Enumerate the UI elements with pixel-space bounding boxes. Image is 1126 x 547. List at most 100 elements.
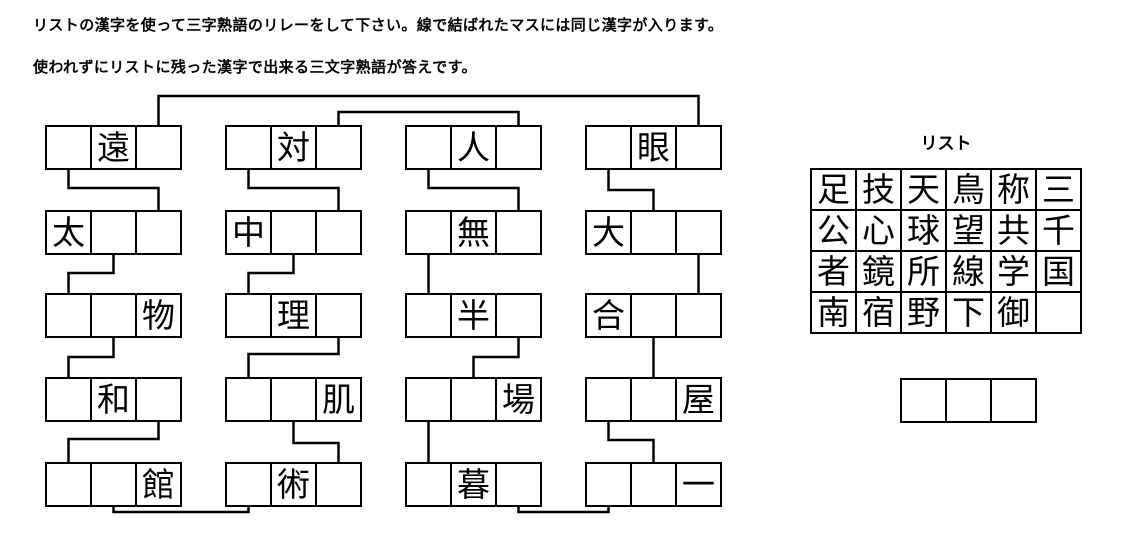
empty-cell [90, 210, 137, 255]
empty-cell [90, 293, 137, 338]
kanji-cell: 眼 [630, 125, 677, 170]
empty-cell [135, 210, 182, 255]
empty-cell [315, 210, 362, 255]
list-row-1: 足技天鳥称三 [810, 168, 1082, 211]
list-kanji-cell: 鳥 [945, 168, 992, 211]
answer-boxes [900, 378, 1037, 423]
list-kanji-cell: 所 [900, 250, 947, 293]
answer-cell [990, 378, 1037, 423]
kanji-cell: 大 [585, 210, 632, 255]
puzzle-box-r4c4: 屋 [585, 377, 722, 422]
empty-cell [495, 293, 542, 338]
empty-cell [225, 462, 272, 507]
empty-cell [135, 125, 182, 170]
puzzle-box-r1c1: 遠 [45, 125, 182, 170]
puzzle-box-r5c2: 術 [225, 462, 362, 507]
list-kanji-cell: 線 [945, 250, 992, 293]
list-kanji-cell: 共 [990, 209, 1037, 252]
empty-cell [585, 377, 632, 422]
kanji-cell: 術 [270, 462, 317, 507]
empty-cell [315, 293, 362, 338]
list-row-2: 公心球望共千 [810, 209, 1082, 252]
kanji-cell: 場 [495, 377, 542, 422]
kanji-cell: 遠 [90, 125, 137, 170]
connector-line [472, 335, 520, 380]
list-kanji-cell: 足 [810, 168, 857, 211]
kanji-cell: 太 [45, 210, 92, 255]
kanji-cell: 無 [450, 210, 497, 255]
empty-cell [225, 293, 272, 338]
empty-cell [45, 377, 92, 422]
puzzle-box-r5c3: 暮 [405, 462, 542, 507]
empty-cell [135, 377, 182, 422]
empty-cell [495, 210, 542, 255]
kanji-cell: 人 [450, 125, 497, 170]
list-kanji-cell: 球 [900, 209, 947, 252]
puzzle-box-r5c1: 館 [45, 462, 182, 507]
empty-cell [225, 377, 272, 422]
empty-cell [585, 462, 632, 507]
kanji-cell: 半 [450, 293, 497, 338]
list-kanji-cell: 技 [855, 168, 902, 211]
kanji-cell: 屋 [675, 377, 722, 422]
empty-cell [405, 377, 452, 422]
list-kanji-cell: 望 [945, 209, 992, 252]
empty-cell [90, 462, 137, 507]
puzzle-box-r2c3: 無 [405, 210, 542, 255]
list-kanji-cell: 称 [990, 168, 1037, 211]
empty-cell [450, 377, 497, 422]
connector-line [247, 252, 295, 296]
empty-cell [405, 293, 452, 338]
list-kanji-cell: 国 [1035, 250, 1082, 293]
connector-line [607, 419, 655, 465]
kanji-cell: 理 [270, 293, 317, 338]
list-kanji-cell: 三 [1035, 168, 1082, 211]
empty-cell [495, 125, 542, 170]
list-kanji-cell: 千 [1035, 209, 1082, 252]
puzzle-box-r5c4: 一 [585, 462, 722, 507]
list-kanji-cell: 公 [810, 209, 857, 252]
connector-line [67, 419, 160, 465]
empty-cell [405, 462, 452, 507]
puzzle-box-r4c2: 肌 [225, 377, 362, 422]
connector-line [607, 167, 655, 213]
list-empty-cell [1035, 291, 1082, 334]
puzzle-box-r2c2: 中 [225, 210, 362, 255]
puzzle-box-r1c2: 対 [225, 125, 362, 170]
list-kanji-cell: 下 [945, 291, 992, 334]
empty-cell [585, 125, 632, 170]
kanji-cell: 対 [270, 125, 317, 170]
list-kanji-cell: 者 [810, 250, 857, 293]
empty-cell [675, 125, 722, 170]
kanji-list-table: 足技天鳥称三公心球望共千者鏡所線学国南宿野下御 [810, 168, 1082, 334]
list-kanji-cell: 南 [810, 291, 857, 334]
empty-cell [630, 462, 677, 507]
list-row-3: 者鏡所線学国 [810, 250, 1082, 293]
empty-cell [675, 293, 722, 338]
kanji-cell: 暮 [450, 462, 497, 507]
empty-cell [405, 125, 452, 170]
list-kanji-cell: 学 [990, 250, 1037, 293]
instruction-line-2: 使われずにリストに残った漢字で出来る三文字熟語が答えです。 [33, 59, 477, 76]
list-title: リスト [920, 134, 972, 153]
empty-cell [630, 210, 677, 255]
list-kanji-cell: 鏡 [855, 250, 902, 293]
empty-cell [405, 210, 452, 255]
empty-cell [675, 210, 722, 255]
list-row-4: 南宿野下御 [810, 291, 1082, 334]
instruction-line-1: リストの漢字を使って三字熟語のリレーをして下さい。線で結ばれたマスには同じ漢字が… [33, 17, 724, 34]
connector-line [247, 335, 340, 380]
kanji-cell: 物 [135, 293, 182, 338]
puzzle-box-r4c3: 場 [405, 377, 542, 422]
list-kanji-cell: 宿 [855, 291, 902, 334]
puzzle-box-r3c4: 合 [585, 293, 722, 338]
puzzle-box-r1c4: 眼 [585, 125, 722, 170]
kanji-cell: 一 [675, 462, 722, 507]
puzzle-box-r3c2: 理 [225, 293, 362, 338]
connector-line [67, 167, 160, 213]
list-kanji-cell: 天 [900, 168, 947, 211]
puzzle-box-r2c4: 大 [585, 210, 722, 255]
connector-line [157, 94, 700, 128]
answer-cell [945, 378, 992, 423]
